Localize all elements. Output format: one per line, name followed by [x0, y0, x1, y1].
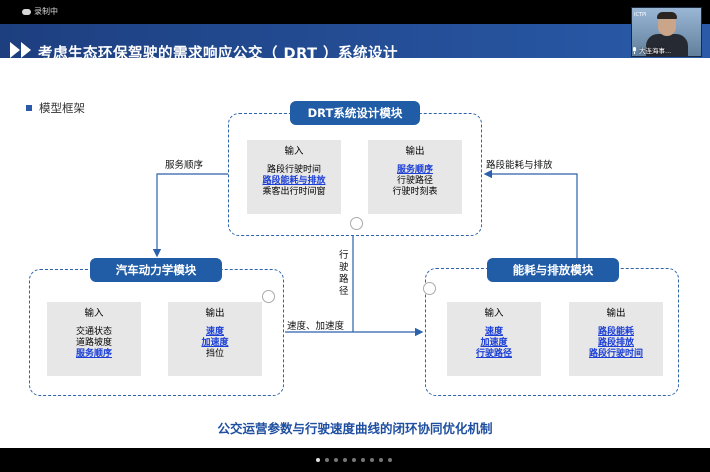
slide-anchor-circle: [350, 217, 363, 230]
vehicle-output-item: 挡位: [205, 349, 224, 359]
top-bar: [0, 0, 710, 24]
video-sign-text: ICTPI: [634, 12, 647, 18]
energy-output-item-link[interactable]: 路段排放: [597, 338, 634, 348]
energy-input-header: 输入: [484, 308, 504, 319]
energy-input-item-link[interactable]: 行驶路径: [475, 349, 512, 359]
pagination-dot[interactable]: [352, 458, 356, 462]
energy-input-panel: 输入 速度 加速度 行驶路径: [447, 302, 541, 376]
cloud-icon: [22, 8, 31, 15]
section-heading: 模型框架: [26, 100, 85, 116]
bullet-square-icon: [26, 105, 32, 111]
energy-module-title: 能耗与排放模块: [487, 258, 619, 282]
pagination-dot[interactable]: [325, 458, 329, 462]
drt-module-title: DRT系统设计模块: [290, 101, 420, 125]
vehicle-input-item: 交通状态: [75, 327, 112, 337]
drt-output-item: 行驶时刻表: [392, 187, 438, 197]
drt-output-item-link[interactable]: 服务顺序: [396, 165, 433, 175]
double-arrow-icon: [10, 42, 31, 58]
slide-title-bar: [0, 24, 710, 58]
recording-label: 录制中: [34, 7, 58, 16]
arrow-label-speed-accel: 速度、加速度: [287, 321, 345, 332]
speaker-video-tile[interactable]: ICTPI: [631, 7, 702, 57]
energy-input-item-link[interactable]: 加速度: [480, 338, 508, 348]
energy-output-item-link[interactable]: 路段能耗: [597, 327, 634, 337]
slide-canvas: [0, 24, 710, 448]
speaker-name: 大连海事...: [639, 47, 672, 55]
vehicle-output-header: 输出: [205, 308, 225, 319]
pagination-dot[interactable]: [361, 458, 365, 462]
slide-anchor-circle: [262, 290, 275, 303]
drt-input-panel: 输入 路段行驶时间 路段能耗与排放 乘客出行时间窗: [247, 140, 341, 214]
arrow-label-driving-path: 行 驶 路 径: [339, 250, 349, 298]
slide-title: 考虑生态环保驾驶的需求响应公交（ DRT ）系统设计: [38, 46, 399, 62]
energy-output-header: 输出: [606, 308, 626, 319]
arrow-label-energy-emission: 路段能耗与排放: [486, 160, 553, 171]
pagination-dot[interactable]: [388, 458, 392, 462]
pagination-dot[interactable]: [334, 458, 338, 462]
pagination-dot[interactable]: [379, 458, 383, 462]
drt-output-header: 输出: [405, 146, 425, 157]
pagination-dot[interactable]: [343, 458, 347, 462]
vehicle-input-panel: 输入 交通状态 道路坡度 服务顺序: [47, 302, 141, 376]
vehicle-module-title: 汽车动力学模块: [90, 258, 222, 282]
drt-input-item-link[interactable]: 路段能耗与排放: [262, 176, 326, 186]
slide-caption: 公交运营参数与行驶速度曲线的闭环协同优化机制: [217, 421, 493, 436]
energy-output-item-link[interactable]: 路段行驶时间: [588, 349, 643, 359]
drt-output-panel: 输出 服务顺序 行驶路径 行驶时刻表: [368, 140, 462, 214]
drt-input-item: 路段行驶时间: [266, 165, 321, 175]
slide-anchor-circle: [423, 282, 436, 295]
pagination-dot[interactable]: [316, 458, 320, 462]
microphone-icon: [633, 46, 636, 54]
vehicle-input-header: 输入: [84, 308, 104, 319]
energy-input-item-link[interactable]: 速度: [484, 327, 503, 337]
energy-output-panel: 输出 路段能耗 路段排放 路段行驶时间: [569, 302, 663, 376]
vehicle-output-item-link[interactable]: 加速度: [201, 338, 229, 348]
pagination-dot[interactable]: [370, 458, 374, 462]
vehicle-input-item-link[interactable]: 服务顺序: [75, 349, 112, 359]
drt-input-item: 乘客出行时间窗: [262, 187, 326, 197]
vehicle-output-panel: 输出 速度 加速度 挡位: [168, 302, 262, 376]
vehicle-input-item: 道路坡度: [75, 338, 112, 348]
section-heading-text: 模型框架: [39, 101, 85, 115]
drt-output-item: 行驶路径: [396, 176, 433, 186]
recording-indicator: 录制中: [22, 6, 58, 17]
vehicle-output-item-link[interactable]: 速度: [205, 327, 224, 337]
drt-input-header: 输入: [284, 146, 304, 157]
speaker-name-label: 大连海事...: [632, 45, 671, 55]
arrow-label-service-order: 服务顺序: [165, 160, 204, 171]
